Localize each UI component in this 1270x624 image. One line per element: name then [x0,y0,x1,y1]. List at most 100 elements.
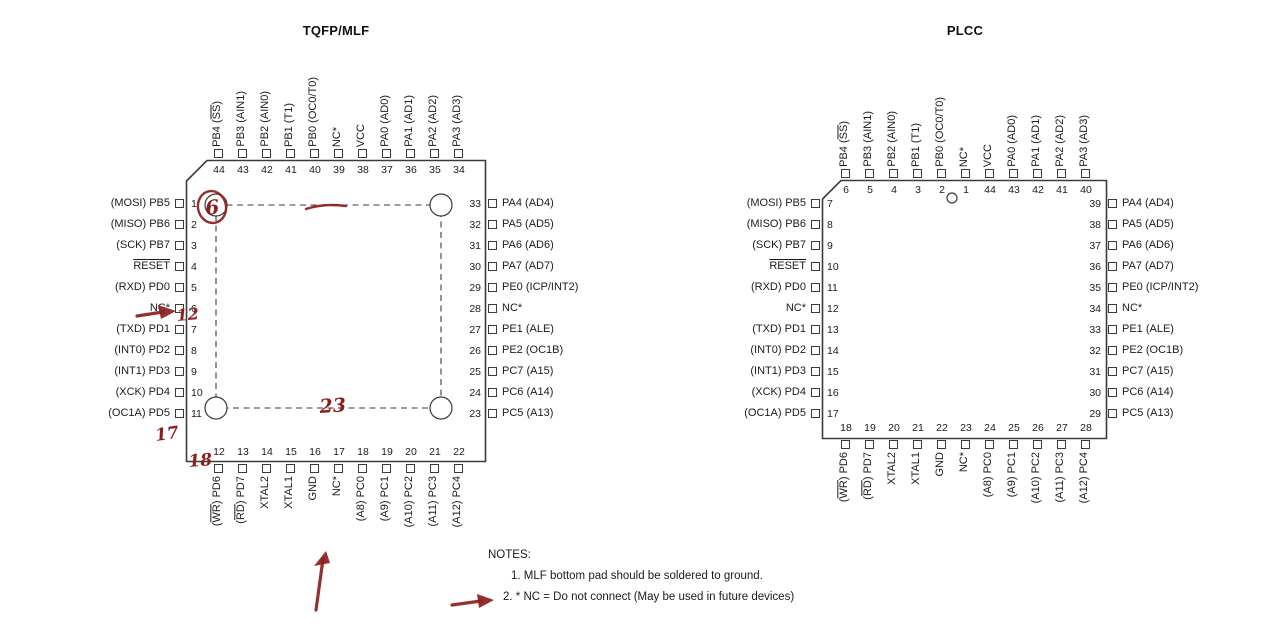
pin-label-text: PA6 (AD6) [1122,239,1174,251]
pin-label: PE2 (OC1B) [502,344,563,357]
pin-label-text: GND [934,452,946,477]
pin-box [865,440,874,449]
pin-label-text: ) [211,101,223,105]
pin-box [811,220,820,229]
pin-label: NC* [958,452,971,472]
pin-box [1081,440,1090,449]
pin-box [488,367,497,376]
pin-label: PE1 (ALE) [502,323,554,336]
pin-number: 24 [984,422,996,434]
pin-label-text: SS [838,124,850,140]
pin-box [454,464,463,473]
pin-number: 27 [469,324,481,336]
pin-label-text: XTAL1 [910,452,922,485]
pin-number: 7 [191,324,197,336]
pin-label-text: NC* [149,302,170,314]
pin-box [1033,440,1042,449]
pin-label: (INT1) PD3 [0,365,170,378]
pin-label-text: (TXD) PD1 [116,323,170,335]
pin-number: 34 [1089,303,1101,315]
pin-number: 20 [888,422,900,434]
note-item-1: 1. MLF bottom pad should be soldered to … [511,570,763,582]
pin-label: NC* [331,476,344,496]
pin-number: 8 [827,219,833,231]
pin-number: 38 [1089,219,1101,231]
pin-number: 13 [827,324,839,336]
pin-label-text: (A10) PC2 [1030,452,1042,504]
pin-label-text: PB4 ( [838,139,850,167]
pin-label-text: (TXD) PD1 [752,323,806,335]
pin-number: 11 [191,408,202,420]
pin-label: PA3 (AD3) [1078,115,1091,167]
pin-number: 32 [1089,345,1101,357]
pin-label-text: (A9) PC1 [1006,452,1018,498]
pin-number: 26 [469,345,481,357]
pin-label: GND [934,452,947,476]
pin-label-text: ( [211,522,223,527]
pin-number: 6 [191,303,197,315]
pin-number: 32 [469,219,481,231]
pin-label-text: RESET [769,260,806,272]
pin-label: PB0 (OC0/T0) [934,97,947,167]
pin-label-text: NC* [502,302,523,314]
pin-number: 17 [333,446,345,458]
pin-number: 36 [1089,261,1101,273]
pin-number: 23 [960,422,972,434]
pin-number: 18 [357,446,369,458]
pin-box [175,262,184,271]
pin-label-text: RESET [133,260,170,272]
pin-box [841,440,850,449]
pin-number: 44 [984,184,996,196]
pin-number: 9 [827,240,833,252]
pin-label: (WR) PD6 [838,452,851,502]
pin-number: 19 [864,422,876,434]
pin-number: 38 [357,164,369,176]
pin-box [1108,283,1117,292]
pin-box [488,262,497,271]
pin-number: 40 [309,164,321,176]
pin-box [175,388,184,397]
pin-number: 25 [1008,422,1020,434]
pad-corner-circle [204,396,228,420]
pin-label: (MOSI) PB5 [640,197,806,210]
pin-label-text: (INT0) PD2 [114,344,170,356]
pin-box [175,283,184,292]
pin-label: (RD) PD7 [235,476,248,524]
pin-number: 29 [469,282,481,294]
pin-label: (SCK) PB7 [0,239,170,252]
pin-label: (A10) PC2 [1030,452,1043,503]
pin-number: 10 [191,387,203,399]
pin-box [262,464,271,473]
pin-label-text: PA0 (AD0) [1006,115,1018,167]
pin-box [238,464,247,473]
pin-label-text: (RXD) PD0 [114,281,170,293]
pin-number: 42 [1032,184,1044,196]
pin-number: 22 [453,446,465,458]
pin-box [488,199,497,208]
pin-label: PA6 (AD6) [1122,239,1174,252]
pin-box [913,440,922,449]
pin-label-text: (MOSI) PB5 [110,197,170,209]
pin-box [811,304,820,313]
pin-number: 25 [469,366,481,378]
pin-label-text: PA4 (AD4) [1122,197,1174,209]
pin-label-text: (XCK) PD4 [751,386,806,398]
pin-number: 23 [469,408,481,420]
tqfp-body [185,159,487,463]
pin-label-text: (OC1A) PD5 [744,407,806,419]
pin-label-text: (SCK) PB7 [116,239,170,251]
pin-label: PE2 (OC1B) [1122,344,1183,357]
pin-number: 30 [469,261,481,273]
pin-label-text: (A10) PC2 [403,476,415,528]
pin-label: (WR) PD6 [211,476,224,526]
pin-label-text: PB1 (T1) [910,122,922,167]
pin-box [1108,367,1117,376]
pin-label-text: PA5 (AD5) [502,218,554,230]
pin-label: PA4 (AD4) [502,197,554,210]
pin-box [358,464,367,473]
pin-label: PB1 (T1) [283,103,296,147]
pin-label: RESET [0,260,170,273]
pin-label: (A11) PC3 [1054,452,1067,503]
pin-box [238,149,247,158]
pin-box [913,169,922,178]
